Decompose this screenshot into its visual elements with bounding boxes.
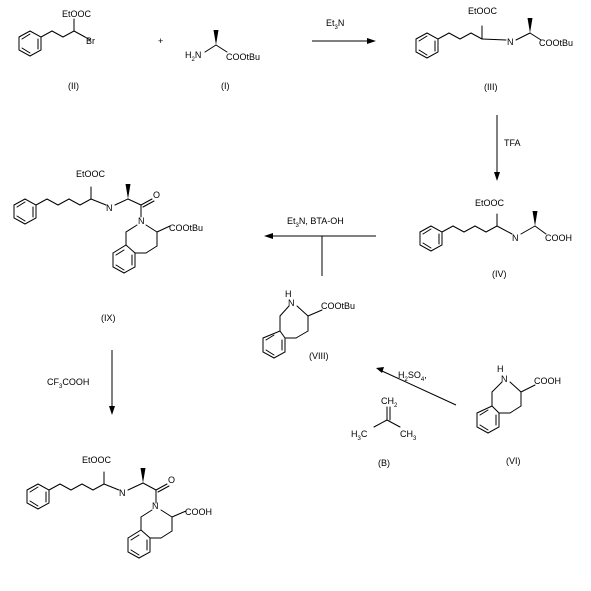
compound-iii: EtOOC N COOtBu (III) — [415, 6, 573, 92]
reagent-cf3cooh: CF3COOH — [47, 377, 89, 390]
compound-b: CH2 H3C CH3 (B) — [351, 396, 417, 468]
amine-n-label: N — [106, 203, 113, 213]
ring-n-label: N — [501, 374, 508, 384]
ring-n-label: N — [152, 501, 159, 511]
cooh-label: COOH — [185, 507, 212, 517]
label-ii: (II) — [68, 81, 79, 91]
cootbu-label: COOtBu — [226, 52, 260, 62]
nh-label: H — [497, 364, 504, 374]
carbonyl-o-label: O — [153, 190, 160, 200]
ester-label: EtOOC — [76, 169, 106, 179]
ester-label: EtOOC — [468, 6, 498, 16]
arrow-h2so4: H2SO4, — [376, 367, 457, 406]
cootbu-label: COOtBu — [321, 301, 355, 311]
benzene-ring — [26, 483, 50, 510]
ester-label: EtOOC — [475, 198, 505, 208]
arrow-tfa: TFA — [494, 115, 521, 181]
amine-n-label: N — [119, 488, 126, 498]
benzene-ring — [13, 198, 37, 225]
amine-n-label: N — [512, 233, 519, 243]
reagent-coupling: Et3N, BTA-OH — [287, 216, 344, 229]
amine-n-label: N — [507, 37, 514, 47]
reagent-et3n: Et3N — [326, 18, 344, 31]
compound-ii: EtOOC Br (II) — [18, 9, 95, 91]
ch2-label: CH2 — [381, 396, 398, 409]
benzene-ring — [419, 225, 443, 252]
label-ix: (IX) — [101, 313, 116, 323]
arrow-et3n: Et3N — [312, 18, 376, 44]
ring-n-label: N — [288, 298, 295, 308]
cooh-label: COOH — [534, 376, 561, 386]
bromo-label: Br — [86, 36, 95, 46]
label-i: (I) — [221, 81, 230, 91]
compound-iv: EtOOC N COOH (IV) — [419, 198, 572, 279]
arrow-coupling: Et3N, BTA-OH — [264, 216, 376, 276]
label-vi: (VI) — [506, 456, 521, 466]
plus-sign: + — [158, 36, 163, 46]
compound-ix: EtOOC N O N COOtBu (IX) — [13, 169, 203, 323]
reagent-tfa: TFA — [504, 138, 521, 148]
label-b: (B) — [378, 458, 390, 468]
ester-label: EtOOC — [82, 455, 112, 465]
benzene-ring — [18, 30, 42, 57]
cooh-label: COOH — [545, 233, 572, 243]
nh-label: H — [285, 289, 292, 299]
compound-vi: H N COOH (VI) — [476, 364, 561, 466]
reagent-h2so4: H2SO4, — [398, 370, 427, 383]
ch3-label: CH3 — [400, 429, 417, 442]
label-iii: (III) — [484, 82, 498, 92]
product: EtOOC N O N COOH — [26, 455, 212, 559]
compound-i: H2N COOtBu (I) — [185, 30, 260, 91]
amine-label: H2N — [185, 50, 201, 63]
arrow-cf3cooh: CF3COOH — [47, 350, 115, 415]
h3c-label: H3C — [351, 429, 368, 442]
compound-viii: H N COOtBu (VIII) — [262, 289, 355, 361]
ring-n-label: N — [138, 216, 145, 226]
label-viii: (VIII) — [309, 351, 329, 361]
benzene-ring — [415, 32, 439, 59]
label-iv: (IV) — [492, 269, 507, 279]
ester-label: EtOOC — [62, 9, 92, 19]
cootbu-label: COOtBu — [169, 223, 203, 233]
carbonyl-o-label: O — [168, 475, 175, 485]
cootbu-label: COOtBu — [539, 38, 573, 48]
